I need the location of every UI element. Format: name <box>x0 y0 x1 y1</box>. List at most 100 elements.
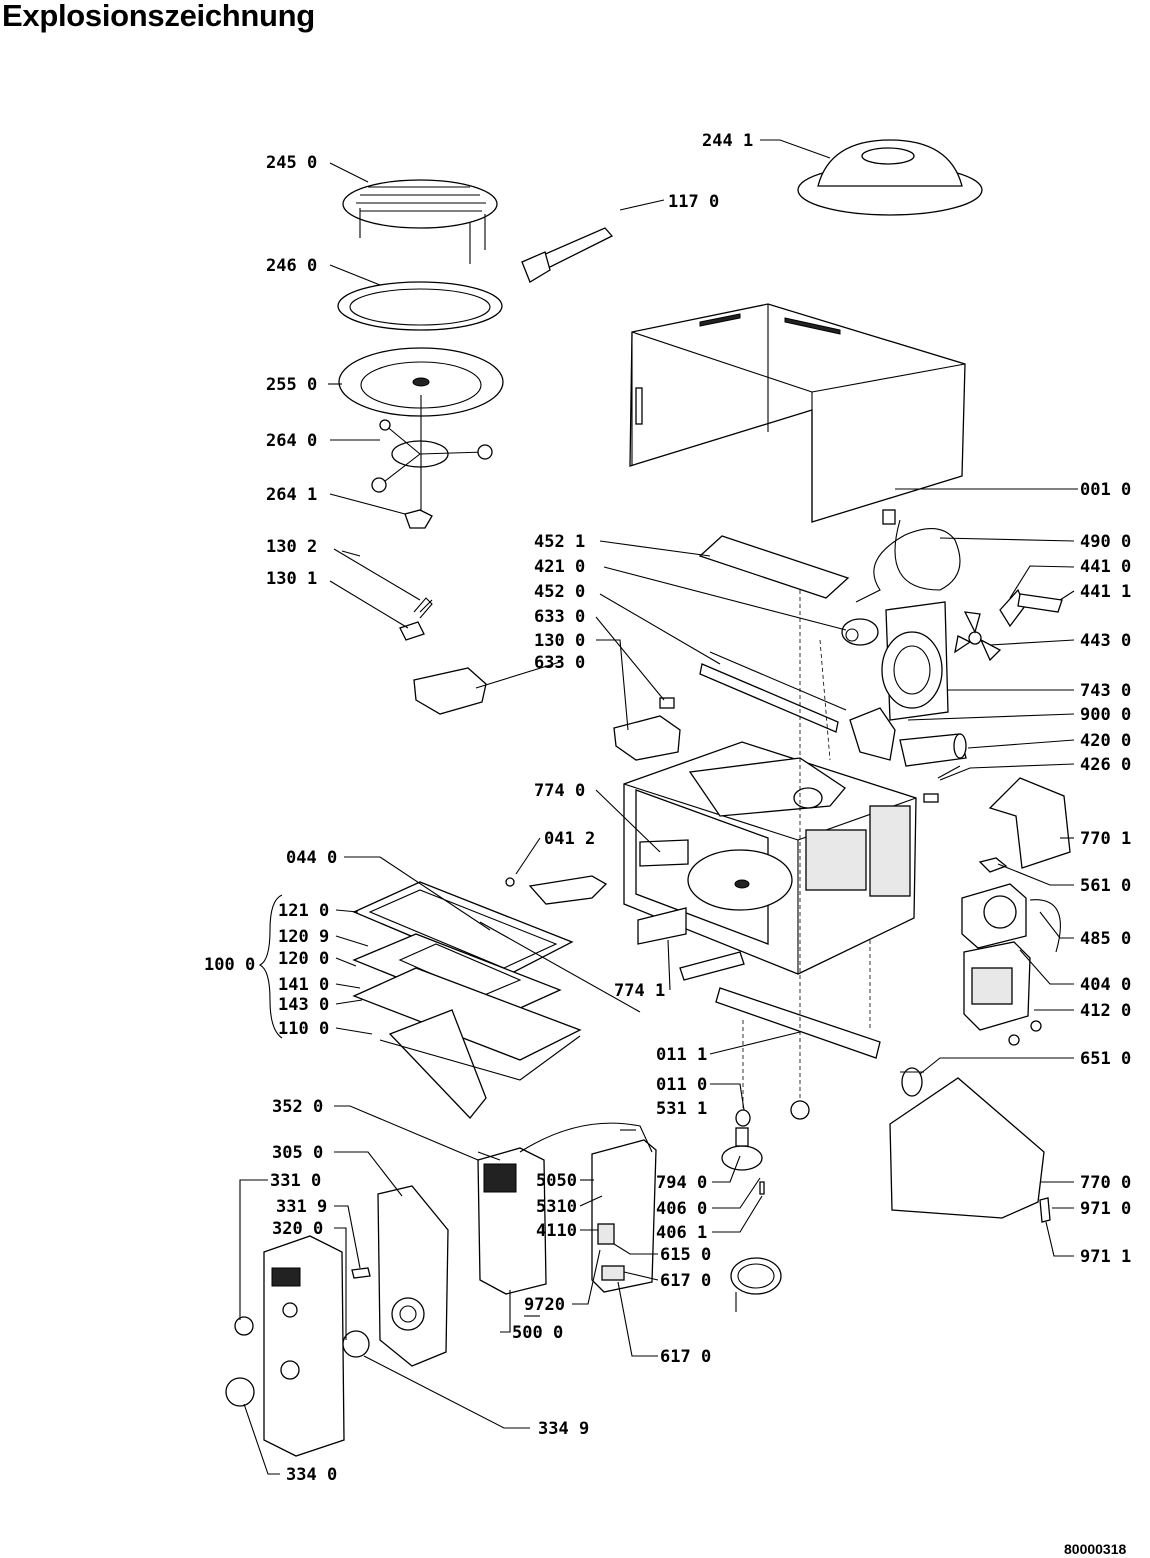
label-490-0: 490 0 <box>1080 532 1131 552</box>
label-255-0: 255 0 <box>266 375 317 395</box>
document-number: 80000318 <box>1064 1541 1127 1557</box>
label-485-0: 485 0 <box>1080 929 1131 949</box>
label-633-0: 633 0 <box>534 607 585 627</box>
part-rail <box>715 987 881 1059</box>
part-magnetron <box>881 601 949 721</box>
part-roller-ring <box>371 395 493 512</box>
part-heating-element <box>699 651 847 733</box>
part-switch-holder-a <box>413 667 487 715</box>
part-grill-rack <box>342 179 498 264</box>
part-switch-holder-b <box>613 715 681 761</box>
part-lamp-cover <box>730 1257 782 1312</box>
part-fuse <box>1039 1197 1051 1223</box>
label-130-2: 130 2 <box>266 537 317 557</box>
part-control-frame <box>377 1185 449 1367</box>
part-fuse-holder <box>923 793 939 803</box>
label-305-0: 305 0 <box>272 1143 323 1163</box>
part-handle <box>521 227 614 283</box>
part-fan-blade <box>954 611 1002 662</box>
label-651-0: 651 0 <box>1080 1049 1131 1069</box>
part-motor-assembly <box>961 883 1061 953</box>
label-412-0: 412 0 <box>1080 1001 1131 1021</box>
part-capacitor <box>899 733 967 767</box>
label-5050: 5050 <box>536 1171 577 1191</box>
part-spring <box>413 597 433 619</box>
label-971-1: 971 1 <box>1080 1247 1131 1267</box>
part-cover-dome <box>797 139 983 216</box>
label-441-0: 441 0 <box>1080 557 1131 577</box>
label-406-1: 406 1 <box>656 1223 707 1243</box>
label-331-0: 331 0 <box>270 1171 321 1191</box>
label-001-0: 001 0 <box>1080 480 1131 500</box>
label-group-100-0: 100 0 <box>204 955 255 975</box>
label-120-0: 120 0 <box>278 949 329 969</box>
part-air-duct <box>988 777 1071 869</box>
part-ring <box>342 1330 370 1358</box>
label-117-0: 117 0 <box>668 192 719 212</box>
label-044-0: 044 0 <box>286 848 337 868</box>
part-screw <box>505 877 515 887</box>
label-452-0: 452 0 <box>534 582 585 602</box>
part-rear-housing <box>889 1077 1045 1219</box>
label-900-0: 900 0 <box>1080 705 1131 725</box>
label-420-0: 420 0 <box>1080 731 1131 751</box>
part-turntable-motor <box>721 1127 763 1171</box>
part-guide-plate <box>528 875 608 905</box>
label-774-0: 774 0 <box>534 781 585 801</box>
label-500-0: 500 0 <box>512 1323 563 1343</box>
part-waveguide-cover <box>698 535 850 599</box>
part-bracket <box>849 707 896 761</box>
part-cavity <box>623 741 917 975</box>
label-121-0: 121 0 <box>278 901 329 921</box>
part-labels: 245 0 244 1 117 0 246 0 255 0 264 0 264 … <box>204 131 1131 1485</box>
part-fan-motor <box>841 618 879 646</box>
part-outer-casing <box>629 303 966 523</box>
part-lamp <box>900 1067 924 1097</box>
part-front-panel <box>263 1235 345 1457</box>
label-110-0: 110 0 <box>278 1019 329 1039</box>
part-bracket-774-1 <box>637 907 687 945</box>
part-pcb-power <box>591 1139 657 1293</box>
part-pcb-display <box>477 1147 547 1295</box>
label-406-0: 406 0 <box>656 1199 707 1219</box>
label-331-9: 331 9 <box>276 1197 327 1217</box>
part-foot-a <box>735 1109 751 1127</box>
label-633-0-b: 633 0 <box>534 653 585 673</box>
part-ribbon-cable <box>519 1122 653 1153</box>
label-9720: 9720 <box>524 1295 565 1315</box>
label-334-9: 334 9 <box>538 1419 589 1439</box>
label-770-0: 770 0 <box>1080 1173 1131 1193</box>
part-bracket-774-0 <box>639 839 689 867</box>
label-443-0: 443 0 <box>1080 631 1131 651</box>
part-knob <box>225 1316 255 1407</box>
label-352-0: 352 0 <box>272 1097 323 1117</box>
label-426-0: 426 0 <box>1080 755 1131 775</box>
label-245-0: 245 0 <box>266 153 317 173</box>
label-041-2: 041 2 <box>544 829 595 849</box>
label-452-1: 452 1 <box>534 532 585 552</box>
label-130-1: 130 1 <box>266 569 317 589</box>
label-320-0: 320 0 <box>272 1219 323 1239</box>
page-title: Explosionszeichnung <box>2 0 315 33</box>
label-561-0: 561 0 <box>1080 876 1131 896</box>
leader-lines <box>239 139 1078 1475</box>
label-246-0: 246 0 <box>266 256 317 276</box>
part-foot-b <box>790 1100 810 1120</box>
label-743-0: 743 0 <box>1080 681 1131 701</box>
part-screw-small <box>759 1181 765 1195</box>
label-011-1: 011 1 <box>656 1045 707 1065</box>
part-crisp-plate <box>337 281 503 331</box>
part-switch-small <box>659 697 675 709</box>
label-4110: 4110 <box>536 1221 577 1241</box>
label-011-0: 011 0 <box>656 1075 707 1095</box>
part-drawings <box>225 139 1071 1457</box>
label-5310: 5310 <box>536 1197 577 1217</box>
part-thermostat <box>1017 593 1063 613</box>
label-421-0: 421 0 <box>534 557 585 577</box>
label-264-1: 264 1 <box>266 485 317 505</box>
label-404-0: 404 0 <box>1080 975 1131 995</box>
label-794-0: 794 0 <box>656 1173 707 1193</box>
part-coupler <box>404 509 433 529</box>
part-clip <box>978 857 1008 873</box>
